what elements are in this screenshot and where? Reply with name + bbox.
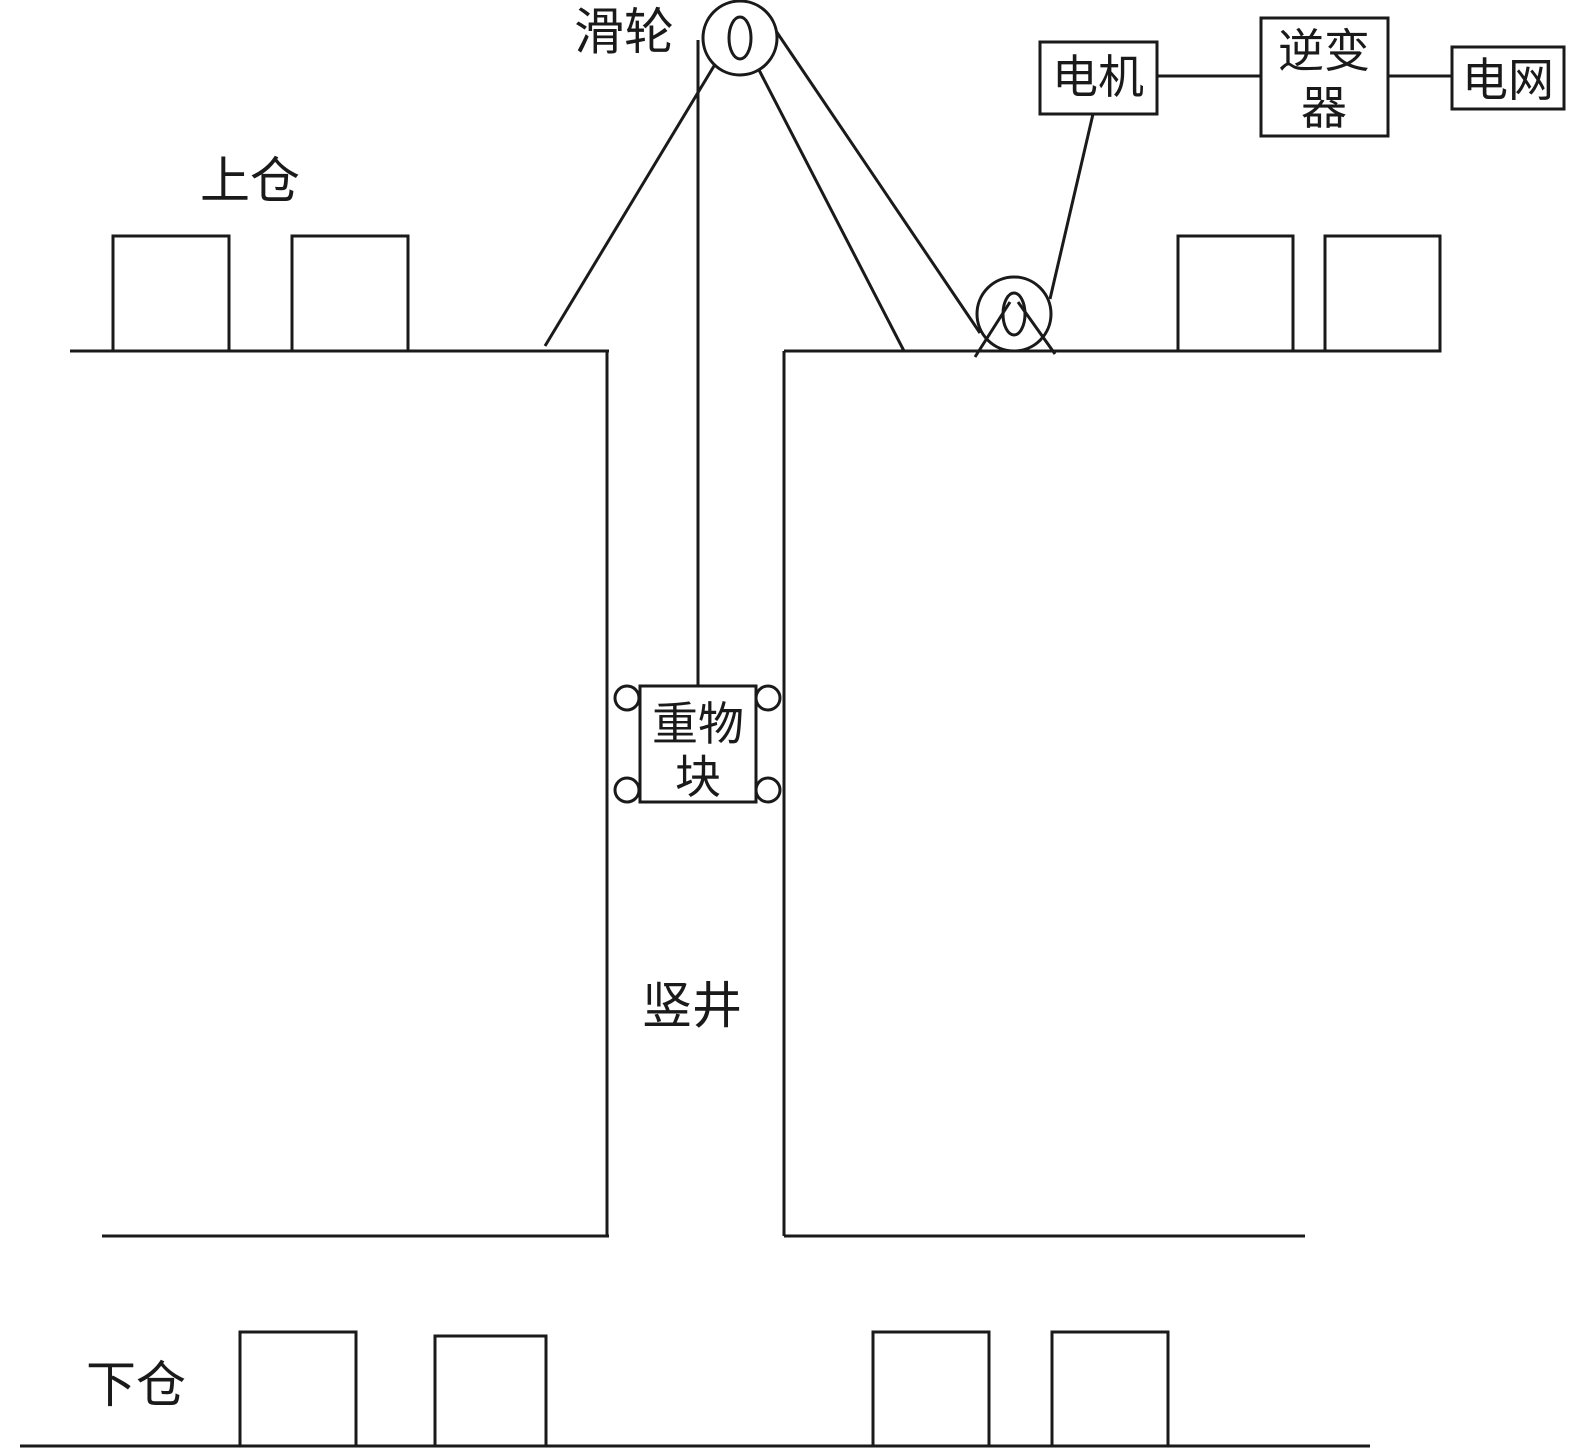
- drive-rope: [772, 27, 982, 334]
- grid-label: 电网: [1462, 53, 1554, 107]
- storage-block: [238, 1330, 358, 1448]
- motor-belt: [1048, 113, 1095, 300]
- storage-block: [290, 234, 410, 353]
- cables: [543, 27, 1095, 686]
- weight-label-line1: 重物: [652, 697, 744, 751]
- shaft-label: 竖井: [642, 977, 742, 1035]
- inverter-box: [1259, 16, 1390, 138]
- storage-block: [111, 234, 231, 353]
- power-chain: 电机 逆变 器 电网: [1038, 16, 1566, 138]
- motor-label: 电机: [1052, 50, 1144, 104]
- storage-block: [1176, 234, 1295, 353]
- upper-storage-blocks: [111, 234, 1442, 353]
- motor-box: [1038, 40, 1159, 116]
- grid-box: [1450, 45, 1566, 111]
- guide-wheel-icon: [613, 776, 641, 804]
- guide-wheel-icon: [754, 684, 782, 712]
- guide-wheel-icon: [613, 684, 641, 712]
- upper-storage-label: 上仓: [200, 152, 300, 210]
- pulley-support-left: [543, 65, 716, 347]
- guide-wheel-icon: [754, 776, 782, 804]
- inverter-label-line1: 逆变: [1278, 24, 1370, 78]
- drive-pulley-icon: [973, 275, 1057, 358]
- storage-block: [433, 1334, 548, 1448]
- lower-storage-blocks: [238, 1330, 1170, 1448]
- top-pulley-icon: [701, 0, 779, 77]
- weight-block: 重物 块: [613, 684, 782, 804]
- pulley-label: 滑轮: [574, 3, 674, 61]
- pulley-support-right: [756, 67, 906, 352]
- storage-block: [871, 1330, 991, 1448]
- storage-block: [1323, 234, 1442, 353]
- lower-storage-label: 下仓: [86, 1356, 186, 1414]
- weight-label-line2: 块: [675, 750, 721, 804]
- storage-block: [1050, 1330, 1170, 1448]
- inverter-label-line2: 器: [1301, 81, 1347, 135]
- shaft-walls: [605, 351, 786, 1236]
